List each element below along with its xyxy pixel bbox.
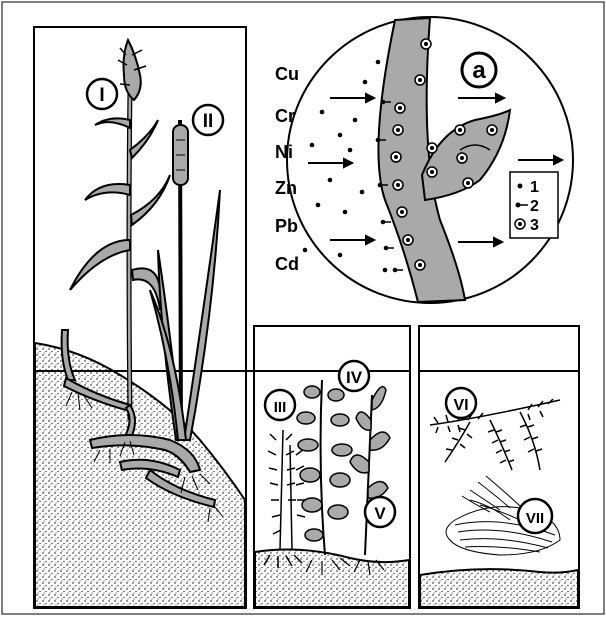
particle-cell-core — [430, 170, 434, 174]
particle-free — [338, 133, 343, 138]
particle-cell-core — [460, 156, 464, 160]
particle-free — [320, 110, 325, 115]
particle-free — [353, 118, 358, 123]
metal-label: Ni — [275, 142, 293, 162]
particle-free — [383, 268, 388, 273]
particle-free — [343, 210, 348, 215]
panel-mid: IV III V — [254, 326, 410, 608]
plant-label-i: I — [99, 85, 104, 106]
particle-free — [310, 143, 315, 148]
particle-cell-core — [490, 128, 494, 132]
metal-label: Cu — [275, 64, 299, 84]
legend-label-3: 3 — [530, 217, 539, 234]
particle-free — [328, 178, 333, 183]
particle-cell-core — [418, 78, 422, 82]
plant-label-v: V — [374, 504, 386, 523]
particle-cell-core — [398, 106, 402, 110]
plant-label-vii: VII — [526, 510, 544, 527]
particle-free — [376, 60, 381, 65]
particle-cell-core — [458, 128, 462, 132]
particle-free — [360, 190, 365, 195]
particle-cell-core — [394, 155, 398, 159]
panel-right: VI VII — [419, 326, 579, 608]
particle-cell-core — [406, 238, 410, 242]
particle-cell-core — [424, 42, 428, 46]
particle-cell-core — [396, 128, 400, 132]
particle-free — [316, 203, 321, 208]
particle-cell-core — [418, 263, 422, 267]
legend-label-1: 1 — [530, 179, 539, 196]
inset-tag: a — [472, 57, 486, 84]
particle-bound — [378, 183, 383, 188]
particle-legend: 1 2 3 — [510, 172, 558, 238]
particle-cell-core — [430, 146, 434, 150]
plant-label-ii: II — [203, 111, 214, 132]
legend-label-2: 2 — [530, 198, 539, 215]
particle-free — [348, 148, 353, 153]
particle-bound — [381, 220, 386, 225]
particle-cell-core — [396, 183, 400, 187]
legend-marker-1 — [518, 184, 523, 189]
metal-label: Zn — [275, 178, 297, 198]
particle-bound — [381, 100, 386, 105]
particle-bound — [376, 138, 381, 143]
particle-free — [363, 80, 368, 85]
plant-label-iv: IV — [346, 368, 363, 387]
plant-label-iii: III — [274, 399, 287, 416]
particle-free — [338, 253, 343, 258]
metal-label: Cd — [275, 254, 299, 274]
particle-cell-core — [466, 181, 470, 185]
panel-right-border — [419, 326, 579, 608]
plant-label-vi: VI — [453, 397, 468, 414]
metal-label: Cr — [275, 106, 295, 126]
particle-bound — [384, 246, 389, 251]
particle-free — [303, 248, 308, 253]
particle-cell-core — [400, 210, 404, 214]
metal-label: Pb — [275, 216, 298, 236]
particle-bound — [393, 268, 398, 273]
soil-right — [420, 569, 578, 607]
